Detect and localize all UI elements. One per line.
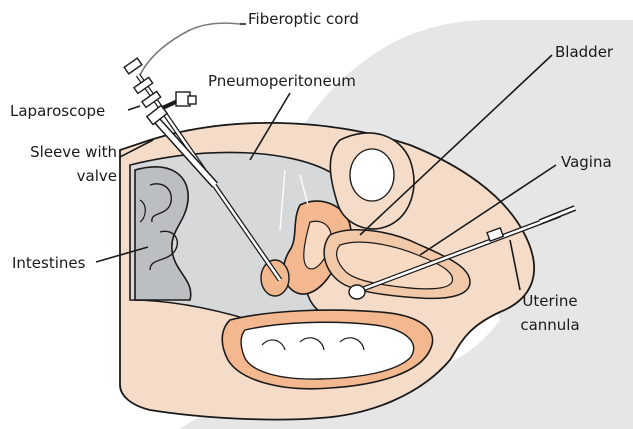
label-bladder: Bladder xyxy=(555,43,613,61)
label-vagina: Vagina xyxy=(561,153,612,171)
label-laparoscope: Laparoscope xyxy=(10,102,105,120)
label-intestines: Intestines xyxy=(12,254,85,272)
bladder-interior xyxy=(350,149,394,201)
fiberoptic-cord xyxy=(140,23,240,75)
label-uterine-cannula-line1: Uterine xyxy=(510,292,590,310)
label-pneumoperitoneum: Pneumoperitoneum xyxy=(208,72,356,90)
label-fiberoptic-cord: Fiberoptic cord xyxy=(248,10,359,28)
label-sleeve-with-valve-line2: valve xyxy=(14,167,117,185)
ovary xyxy=(261,260,289,296)
lower-bowel-inner xyxy=(241,322,414,379)
label-sleeve-with-valve-line1: Sleeve with xyxy=(14,143,117,161)
label-uterine-cannula-line2: cannula xyxy=(510,316,590,334)
